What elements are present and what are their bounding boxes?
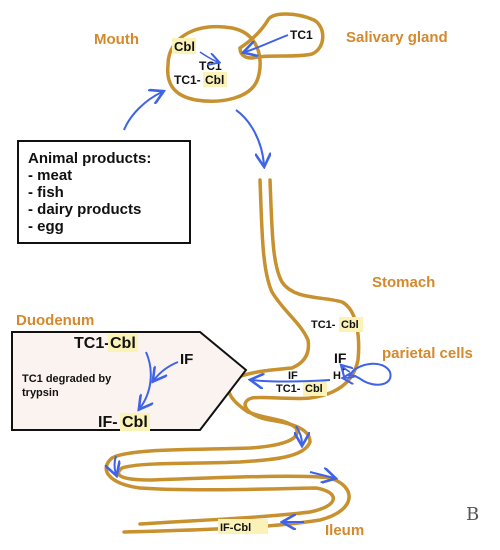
duodenum-tc1-arrow [140,351,151,408]
duodenum-note-line2: trypsin [22,387,59,399]
food-item-meat: - meat [28,167,73,184]
flow-arrow-1 [296,425,302,444]
ileum-complex: IF-Cbl [220,522,251,534]
duodenum-if-arrow [154,361,179,380]
if-secretion-arrow [342,366,350,372]
stomach-label: Stomach [372,274,435,291]
salivary-gland-outline [238,12,325,60]
duodenum-if: IF [180,351,193,368]
mouth-label: Mouth [94,31,139,48]
mouth-complex-cbl-highlight [203,72,227,87]
tc1-binding-arrow [199,51,218,62]
intake-arrow [123,92,162,131]
stomach-bound-cbl: Cbl [305,383,323,395]
food-sources-text: Animal products: - meat - fish - dairy p… [28,150,190,235]
duodenum-cbl-highlight [108,334,138,352]
duodenum-tc1-prefix: TC1- [74,335,110,352]
stomach-to-duodenum-arrow [252,380,331,382]
duodenum-label: Duodenum [16,312,94,329]
h-secretion-arrow [344,376,357,378]
duodenum-result-prefix: IF- [98,414,118,431]
cbl-highlight [172,38,196,54]
food-sources-title: Animal products: [28,150,152,167]
food-item-fish: - fish [28,184,64,201]
stomach-if-small: IF [288,370,298,382]
author-signature: B [466,504,479,525]
mouth-tc1: TC1 [199,59,222,73]
duodenum-result-cbl-highlight [120,413,150,431]
duodenum-callout-panel [11,331,248,431]
salivary-tc1: TC1 [290,28,313,42]
duodenum-note-line1: TC1 degraded by [22,373,112,385]
stomach-bound-prefix: TC1- [276,383,301,395]
mouth-outline [165,24,262,103]
stomach-complex-cbl: Cbl [341,319,359,331]
stomach-cbl-highlight [339,317,363,332]
salivary-gland-label: Salivary gland [346,29,448,46]
duodenum-complex-cbl: Cbl [110,335,136,352]
flow-arrow-2 [115,455,117,474]
mouth-complex-cbl: Cbl [205,73,224,87]
parietal-cell-loop [347,362,392,386]
swallow-arrow [235,109,264,165]
stomach-bound-cbl-highlight [303,381,327,396]
stomach-if: IF [334,350,347,366]
duodenum-result-cbl: Cbl [122,414,148,431]
gi-tract-inner-wall [104,178,335,526]
parietal-cells-label: parietal cells [382,345,473,362]
food-item-dairy: - dairy products [28,201,142,218]
flow-arrow-3 [309,472,334,478]
mouth-cbl: Cbl [174,39,195,54]
food-sources-box [17,140,191,244]
ileum-label: Ileum [325,522,364,539]
ileum-complex-highlight [218,519,268,534]
mouth-tc1-prefix: TC1- [174,73,201,87]
food-item-egg: - egg [28,218,64,235]
stomach-tc1-prefix: TC1- [311,319,336,331]
tc1-secretion-arrow [245,34,289,52]
stomach-h-ion: H [333,370,341,382]
